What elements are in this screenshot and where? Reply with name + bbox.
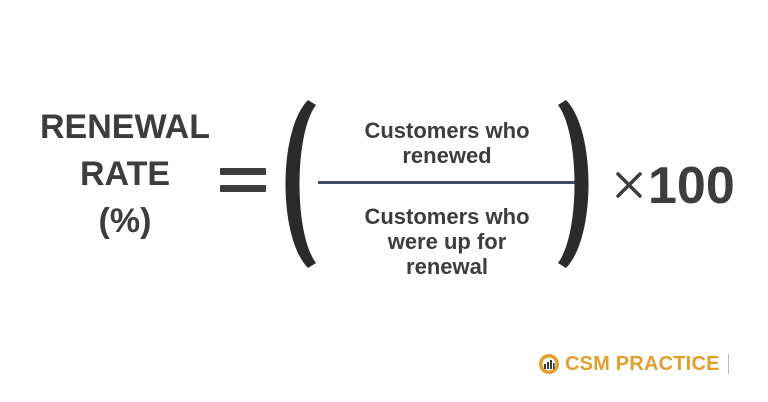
denominator-line: renewal (406, 254, 488, 279)
left-parenthesis-icon (285, 100, 316, 268)
logo: CSM PRACTICE (538, 350, 729, 378)
multiplier-value: 100 (648, 157, 735, 215)
denominator-line: Customers who (364, 204, 530, 229)
fraction: Customers who renewed Customers who were… (316, 118, 578, 279)
equals-sign (220, 160, 266, 200)
formula-label-line: RATE (79, 155, 171, 193)
formula-label-line: RENEWAL (40, 108, 210, 146)
multiply-icon (616, 172, 642, 198)
equals-bar (220, 168, 266, 175)
formula-label-line: (%) (98, 202, 152, 240)
gauge-icon (539, 354, 559, 374)
numerator-line: renewed (402, 143, 492, 168)
denominator: Customers who were up for renewal (316, 204, 578, 279)
equals-bar (220, 185, 266, 192)
logo-text: CSM PRACTICE (565, 352, 720, 375)
numerator: Customers who renewed (316, 118, 578, 172)
logo-divider (727, 354, 729, 374)
numerator-line: Customers who (364, 118, 530, 143)
formula-label: RENEWAL RATE (%) (28, 104, 222, 245)
denominator-line: were up for (387, 229, 507, 254)
right-parenthesis-icon (558, 100, 589, 268)
fraction-bar (318, 181, 576, 184)
